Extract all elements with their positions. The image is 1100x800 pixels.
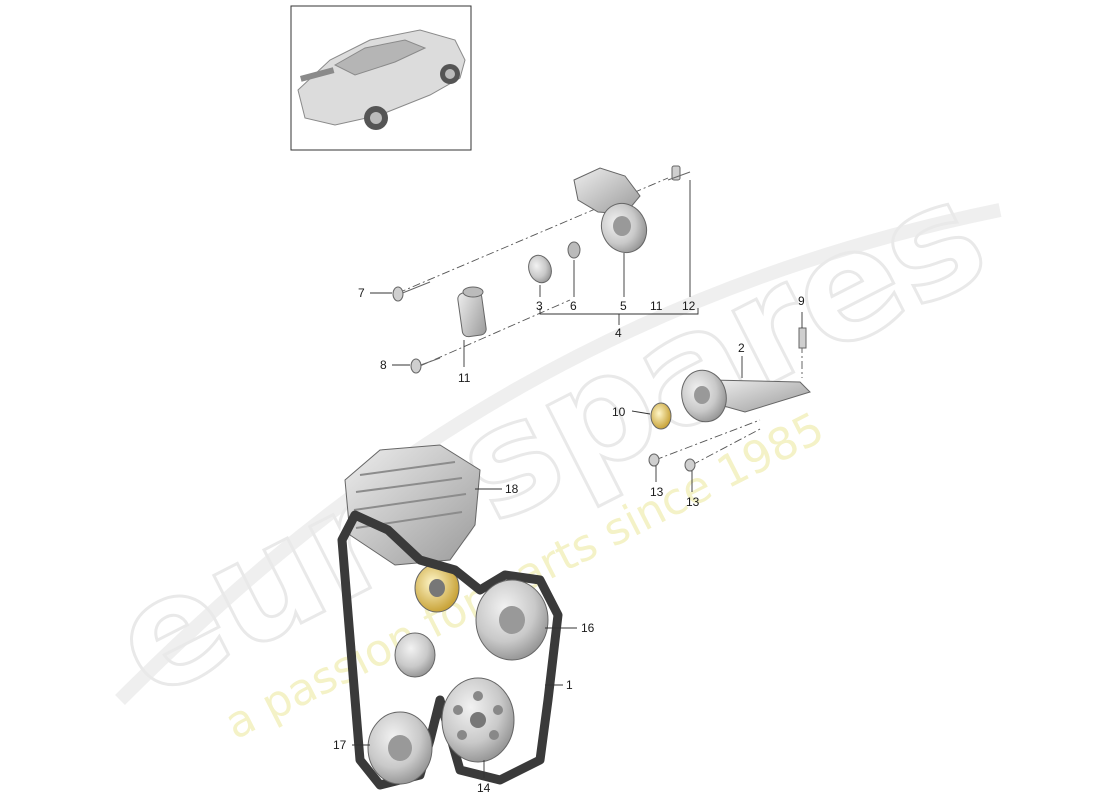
bolt-7-shaft [399,281,431,295]
bolt-8-shaft [417,357,441,367]
cap-10 [650,402,672,430]
pulley-17-hub [388,735,412,761]
car-wheel-front-hub [445,69,455,79]
idler-pulley-lower [394,632,436,678]
car-roof [333,39,427,76]
tensioner-pulley-hub [613,216,631,236]
callout-6: 6 [570,299,577,313]
idler-pulley-hub [694,386,710,404]
callout-13-right: 13 [686,495,700,509]
alternator-belt-drive [337,444,563,790]
callout-1: 1 [566,678,573,692]
watermark-brand: eurospares [87,146,1011,732]
car-wheel-rear-hub [370,112,382,124]
callout-4: 4 [615,326,622,340]
bolt-13a-head [648,453,660,467]
drive-belt-1 [337,510,563,790]
washer-6 [567,241,581,259]
alternator-fins [353,461,467,529]
callout-18: 18 [505,482,519,496]
callout-13-left: 13 [650,485,664,499]
pulley-14-holes [453,691,503,740]
callout-9: 9 [798,294,805,308]
idler-bracket-assembly [648,327,811,472]
callout-7: 7 [358,286,365,300]
alternator-pulley-hub [429,579,445,597]
tensioner-bracket [573,167,641,215]
bolt-7-head [392,286,404,302]
callouts: 7 8 11 3 6 5 11 12 4 9 2 10 13 13 18 16 … [333,286,805,795]
assembly-line-8 [419,299,571,367]
callout-14: 14 [477,781,491,795]
damper-11-top [462,286,484,298]
callout-16: 16 [581,621,595,635]
car-body [297,29,466,126]
callout-12: 12 [682,299,696,313]
bolt-13b-head [684,458,696,472]
damper-11 [457,290,487,338]
assembly-line-13b [691,427,763,466]
callout-11-lower: 11 [458,371,471,385]
callout-10: 10 [612,405,626,419]
bolt-9 [798,327,807,349]
car-wing [300,67,335,82]
pulley-cap-3 [528,254,552,284]
callout-11-upper: 11 [650,299,663,313]
callout-3: 3 [536,299,543,313]
callout-8: 8 [380,358,387,372]
bolt-8-head [410,358,422,374]
assembly-line-13a [654,419,761,461]
belt-tensioner-assembly [392,165,691,374]
callout-17: 17 [333,738,347,752]
alternator-18 [344,444,481,566]
watermark-swoosh [115,203,1002,705]
bolt-12-shaft [667,171,691,181]
car-thumbnail-icon [290,5,472,151]
leader-lines [352,180,803,778]
callout-5: 5 [620,299,627,313]
callout-2: 2 [738,341,745,355]
pulley-16-hub [499,606,525,634]
